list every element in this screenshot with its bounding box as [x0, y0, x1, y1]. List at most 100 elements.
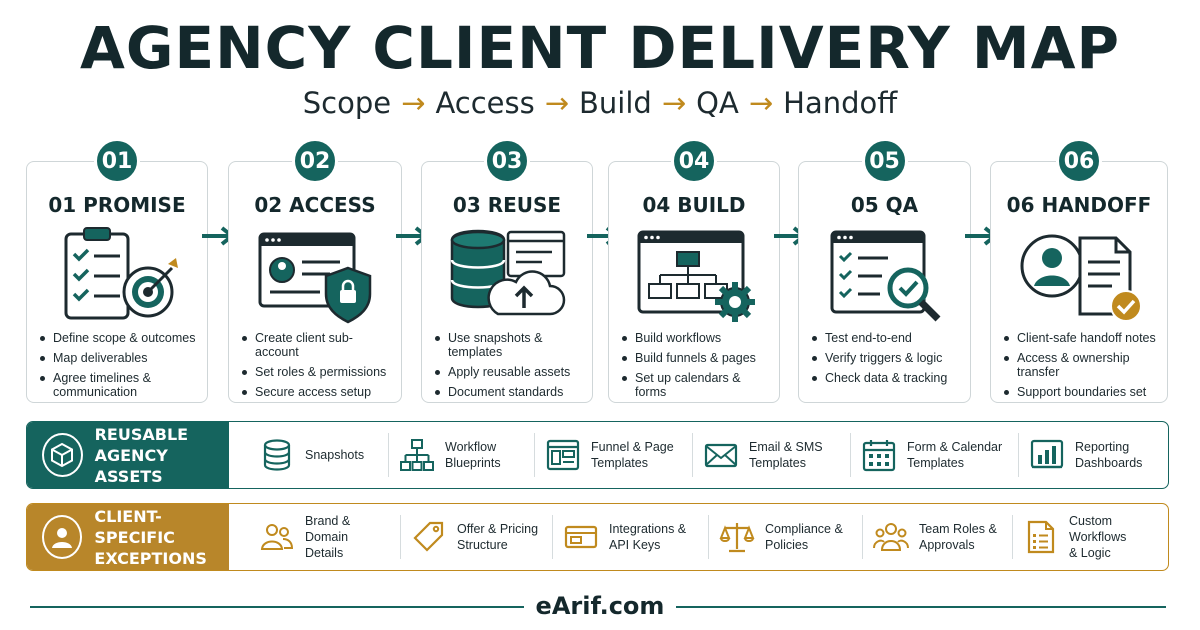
asset-label: Snapshots [305, 448, 365, 462]
team-icon [873, 523, 909, 551]
bullet-item: Check data & tracking [811, 371, 964, 385]
people-icon [260, 524, 294, 550]
step-number-badge: 06 [1056, 138, 1102, 184]
user-icon [42, 515, 83, 559]
bullet-item: Test end-to-end [811, 331, 964, 345]
flow-step: Handoff [783, 86, 898, 120]
cube-icon [42, 433, 83, 477]
step-number-badge: 05 [861, 138, 908, 184]
arrow-right-icon: → [544, 86, 570, 120]
arrow-right-icon: → [401, 86, 426, 120]
exception-label: Compliance &Policies [765, 522, 843, 552]
band-heading: CLIENT-SPECIFIC EXCEPTIONS [27, 504, 229, 570]
step-title: 04 BUILD [642, 193, 746, 217]
bullet-item: Agree timelines & communication [39, 371, 201, 399]
step-bullets: Use snapshots & templates Apply reusable… [434, 331, 586, 405]
bullet-item: Verify triggers & logic [811, 351, 964, 365]
step-title: 06 HANDOFF [1006, 193, 1152, 217]
step-card-handoff: 06 06 HANDOFF Client-safe handoff notes … [990, 138, 1168, 405]
database-icon [263, 439, 291, 471]
step-bullets: Build workflows Build funnels & pages Se… [621, 331, 773, 405]
secure-browser-icon [258, 232, 372, 324]
step-title: 01 PROMISE [48, 193, 186, 217]
footer-brand: eArif.com [535, 592, 665, 620]
scales-icon [719, 523, 755, 553]
flow-step: Scope [302, 86, 392, 120]
price-tag-icon [413, 521, 444, 552]
bullet-item: Create client sub-account [241, 331, 395, 359]
bullet-item: Set up calendars & forms [621, 371, 773, 399]
step-number-badge: 01 [94, 138, 140, 184]
band-heading-label: CLIENT-SPECIFIC EXCEPTIONS [94, 506, 207, 568]
bullet-item: Support boundaries set [1003, 385, 1161, 399]
step-title: 05 QA [850, 193, 919, 217]
step-bullets: Test end-to-end Verify triggers & logic … [811, 331, 964, 391]
band-heading-label: REUSABLE AGENCY ASSETS [94, 424, 189, 486]
bullet-item: Map deliverables [39, 351, 201, 365]
integration-card-icon [564, 525, 598, 549]
step-card-promise: 01 01 PROMISE Define scope & outcomes Ma… [26, 138, 208, 405]
step-card-access: 02 02 ACCESS Create client sub-account S… [228, 138, 402, 405]
database-cloud-icon [450, 229, 566, 316]
bullet-item: Secure access setup [241, 385, 395, 399]
step-title: 02 ACCESS [254, 193, 376, 217]
page-template-icon [546, 439, 580, 471]
exception-team-roles: Team Roles &Approvals [863, 515, 1013, 559]
bullet-item: Client-safe handoff notes [1003, 331, 1161, 345]
flow-steps: Scope → Access → Build → QA → Handoff [0, 86, 1200, 120]
exception-label: Custom Workflows& Logic [1069, 514, 1127, 560]
footer-divider [676, 606, 1166, 608]
step-bullets: Client-safe handoff notes Access & owner… [1003, 331, 1161, 405]
flow-step: Build [579, 86, 652, 120]
user-document-icon [1020, 234, 1142, 322]
exception-custom-workflows: Custom Workflows& Logic [1013, 514, 1163, 560]
bullet-item: Build funnels & pages [621, 351, 773, 365]
reusable-assets-band: REUSABLE AGENCY ASSETS Snapshots Workflo… [26, 421, 1169, 489]
step-card-qa: 05 05 QA Test end-to-end Verify triggers… [798, 138, 971, 403]
step-title: 03 REUSE [452, 193, 562, 217]
flow-step: QA [696, 86, 739, 120]
exception-integrations-api: Integrations &API Keys [553, 515, 709, 559]
footer-divider [30, 606, 524, 608]
exception-label: Team Roles &Approvals [919, 522, 997, 552]
exception-compliance-policies: Compliance &Policies [709, 515, 863, 559]
step-bullets: Define scope & outcomes Map deliverables… [39, 331, 201, 405]
client-exceptions-band: CLIENT-SPECIFIC EXCEPTIONS Brand & Domai… [26, 503, 1169, 571]
step-number-badge: 02 [292, 138, 338, 184]
bullet-item: Set roles & permissions [241, 365, 395, 379]
arrow-right-icon: → [661, 86, 687, 120]
hierarchy-icon [400, 439, 434, 471]
bullet-item: Apply reusable assets [434, 365, 586, 379]
asset-snapshots: Snapshots [249, 433, 389, 477]
exception-label: Integrations &API Keys [609, 522, 687, 552]
bullet-item: Access & ownership transfer [1003, 351, 1161, 379]
step-number-badge: 03 [484, 138, 530, 184]
calendar-icon [862, 440, 896, 472]
step-number-badge: 04 [671, 138, 717, 184]
step-bullets: Create client sub-account Set roles & pe… [241, 331, 395, 405]
page-title: AGENCY CLIENT DELIVERY MAP [79, 14, 1121, 82]
bar-chart-icon [1030, 439, 1064, 469]
checklist-magnifier-icon [830, 230, 940, 322]
step-card-reuse: 03 03 REUSE Use snapshots & templates Ap… [421, 138, 593, 405]
arrow-right-icon: → [748, 86, 774, 120]
envelope-icon [704, 443, 738, 468]
bullet-item: Document standards [434, 385, 586, 399]
workflow-build-icon [637, 230, 755, 322]
flow-step: Access [435, 86, 535, 120]
